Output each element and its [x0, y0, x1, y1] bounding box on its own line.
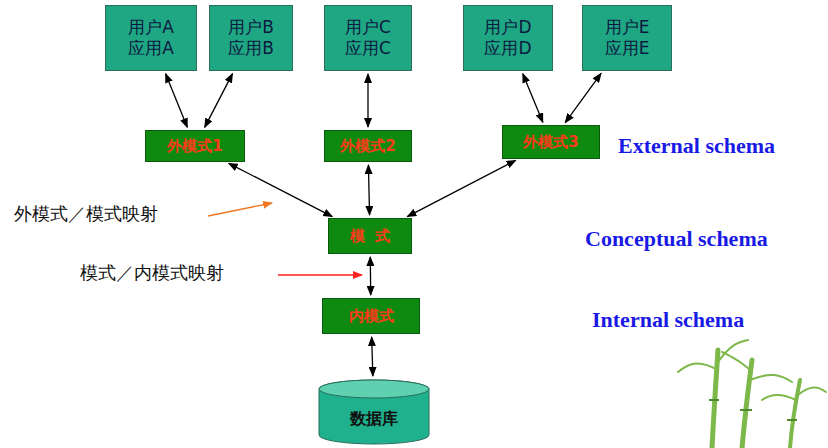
- connector-arrow: [372, 337, 373, 376]
- connector-arrow: [523, 74, 543, 122]
- user-app-text: 应用B: [228, 38, 274, 59]
- database-cylinder: 数据库: [318, 379, 430, 445]
- bamboo-leaf: [798, 387, 826, 395]
- internal-schema-box: 内模式: [322, 298, 420, 334]
- connector-arrow: [565, 73, 601, 122]
- connector-arrow: [229, 163, 333, 216]
- box-label: 外模式1: [167, 137, 222, 156]
- cylinder-body: [319, 380, 429, 444]
- bamboo-decoration: [678, 340, 826, 448]
- user-app-text: 用户E: [605, 17, 650, 38]
- connector-arrow: [368, 165, 369, 215]
- box-label: 外模式3: [523, 133, 578, 152]
- bamboo-nodes: [709, 400, 797, 420]
- user-app-text: 用户C: [345, 17, 391, 38]
- bamboo-leaf: [722, 352, 752, 372]
- layer-label: Conceptual schema: [585, 226, 768, 252]
- user-app-box: 用户A应用A: [105, 5, 197, 71]
- user-app-box: 用户D应用D: [463, 5, 553, 71]
- leader-line: [278, 274, 362, 275]
- connector-arrow: [367, 74, 368, 127]
- user-app-text: 应用E: [605, 38, 650, 59]
- box-label: 内模式: [349, 307, 394, 326]
- user-app-text: 用户D: [484, 17, 531, 38]
- user-app-text: 应用D: [484, 38, 531, 59]
- cylinder-top: [319, 380, 429, 398]
- connector-arrow: [407, 160, 515, 216]
- bamboo-stem: [790, 380, 800, 448]
- bamboo-leaf: [762, 395, 796, 400]
- layer-label: External schema: [618, 133, 775, 159]
- mapping-label: 外模式／模式映射: [14, 202, 158, 226]
- user-app-text: 应用A: [128, 38, 174, 59]
- layer-label: Internal schema: [592, 307, 744, 333]
- bamboo-node: [740, 409, 752, 411]
- user-app-text: 用户A: [128, 17, 174, 38]
- user-app-box: 用户B应用B: [209, 5, 293, 71]
- mapping-label: 模式／内模式映射: [80, 261, 224, 285]
- user-app-text: 用户B: [228, 17, 274, 38]
- leader-line: [208, 203, 272, 216]
- user-app-box: 用户E应用E: [582, 5, 672, 71]
- bamboo-stem: [742, 360, 752, 448]
- bamboo-node: [709, 399, 719, 401]
- bamboo-leaf: [750, 375, 792, 382]
- connector-arrow: [166, 74, 188, 127]
- user-app-box: 用户C应用C: [324, 5, 412, 71]
- bamboo-leaf: [678, 363, 718, 372]
- box-label: 外模式2: [340, 137, 395, 156]
- conceptual-schema-box: 模 式: [328, 218, 412, 254]
- bamboo-node: [787, 419, 797, 421]
- external-schema-box: 外模式1: [145, 130, 245, 162]
- connector-arrow: [370, 257, 372, 295]
- box-label: 数据库: [350, 409, 398, 430]
- user-app-text: 应用C: [345, 38, 391, 59]
- external-schema-box: 外模式3: [502, 125, 600, 159]
- connector-arrow: [205, 74, 233, 128]
- external-schema-box: 外模式2: [324, 130, 412, 162]
- box-label: 模 式: [350, 227, 390, 246]
